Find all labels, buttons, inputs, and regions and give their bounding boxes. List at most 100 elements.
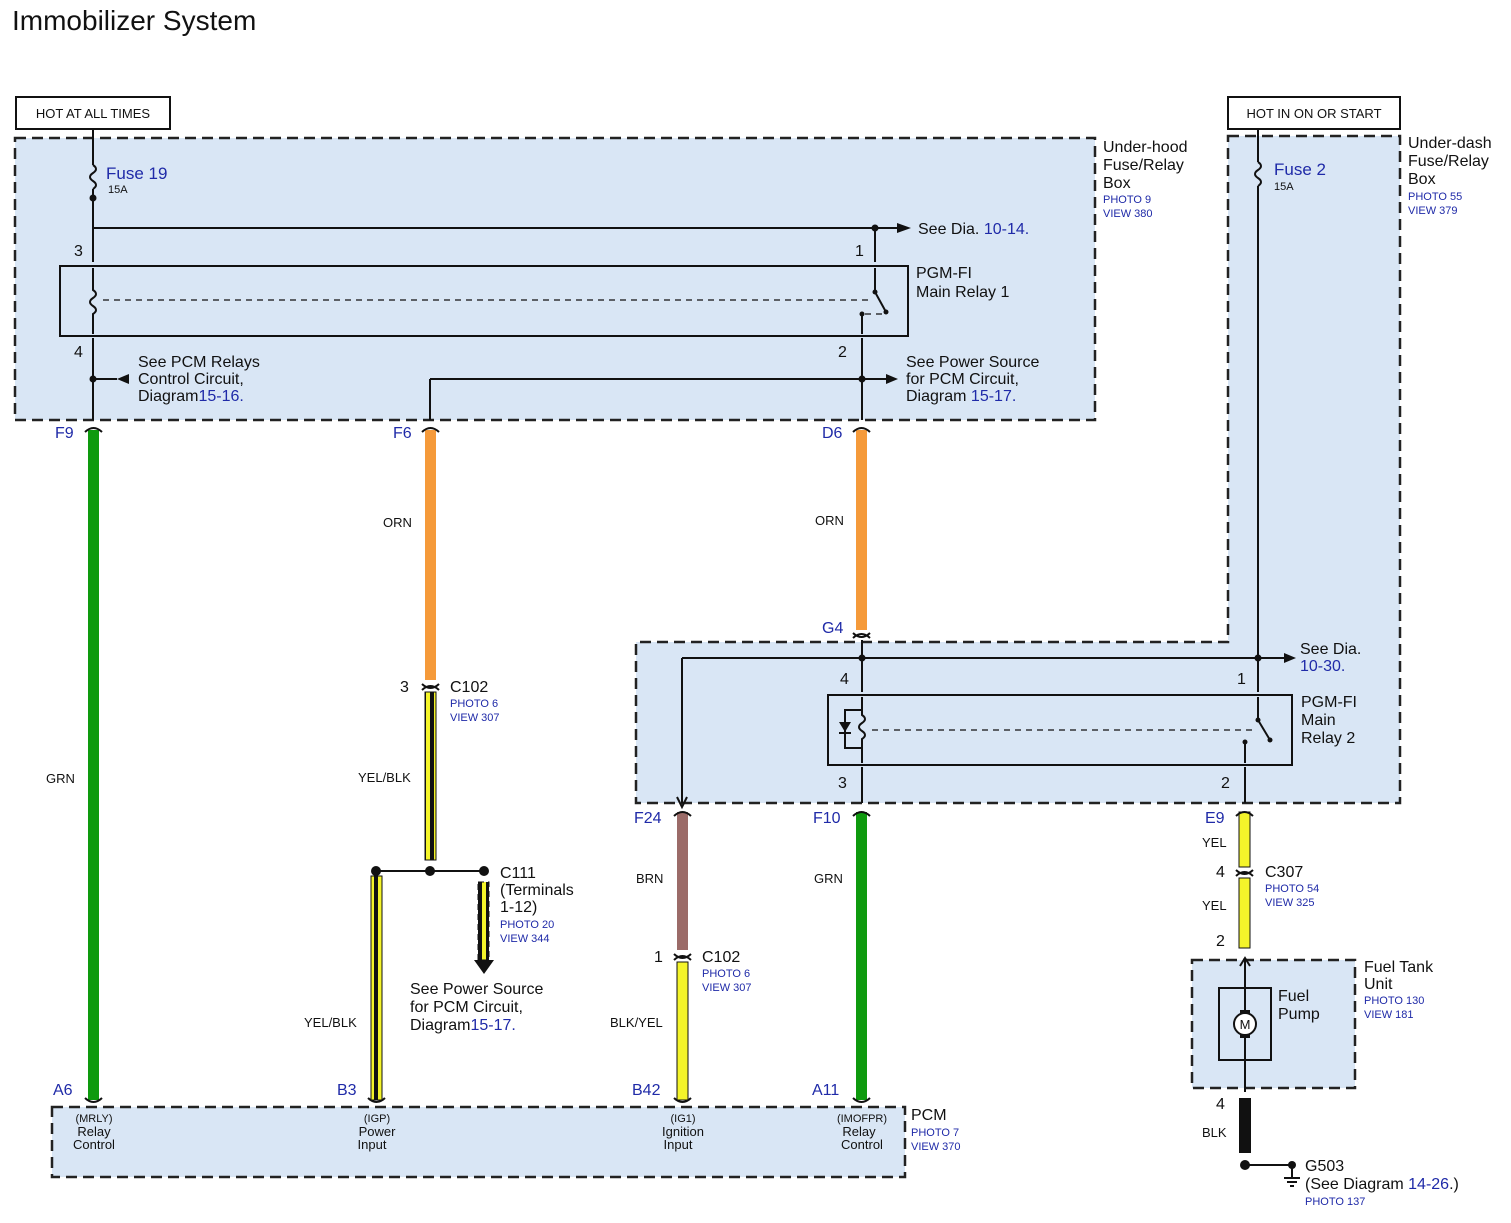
- c111-view: VIEW 344: [500, 933, 550, 945]
- underhood-name-3: Box: [1103, 175, 1131, 192]
- fuse-19-rating: 15A: [108, 184, 128, 196]
- relay2-pin-2: 2: [1221, 775, 1230, 792]
- relay1-pin-3: 3: [74, 243, 83, 260]
- pcm-pin-b42-line2: Input: [664, 1137, 693, 1152]
- wire-label-yelblk-upper: YEL/BLK: [358, 770, 411, 785]
- note-power-1: See Power Source: [906, 354, 1040, 371]
- pcm-pin-a6-line1: Relay: [77, 1124, 111, 1139]
- terminal-f6: F6: [393, 425, 412, 442]
- fuel-tank-pin-4: 4: [1216, 1096, 1225, 1113]
- c307-connector: [1235, 869, 1254, 877]
- note-power-3: Diagram 15-17.: [906, 388, 1016, 405]
- pcm-pin-b3-code: (IGP): [364, 1113, 390, 1125]
- fuel-pump-label-2: Pump: [1278, 1006, 1320, 1023]
- pcm-pin-a6-code: (MRLY): [75, 1113, 112, 1125]
- note-pcm-relays-2: Control Circuit,: [138, 371, 244, 388]
- wire-yelblk-junction-b3: [370, 875, 383, 1101]
- wire-orn-f6-c102: [425, 430, 436, 680]
- relay1-pin-2: 2: [838, 344, 847, 361]
- hot-label-box-right: [1227, 96, 1401, 130]
- underdash-name-3: Box: [1408, 171, 1436, 188]
- g4-connector: [852, 632, 871, 639]
- c111-photo: PHOTO 20: [500, 919, 554, 931]
- c102-connector-b: [673, 953, 692, 961]
- g503-photo: PHOTO 137: [1305, 1196, 1365, 1208]
- pgm-fi-main-relay-1: [59, 265, 909, 337]
- c111-name: C111: [500, 865, 536, 882]
- power-source-arrow: [886, 374, 898, 384]
- wire-yel-e9-c307: [1238, 811, 1251, 868]
- terminal-g4: G4: [822, 620, 843, 637]
- c102-b-pin: 1: [654, 949, 663, 966]
- c102-b-name: C102: [702, 949, 740, 966]
- pcm-pin-a11-code: (IMOFPR): [837, 1113, 887, 1125]
- fuse-2-rating: 15A: [1274, 181, 1294, 193]
- underhood-name-1: Under-hood: [1103, 139, 1188, 156]
- relay1-coil: [89, 268, 97, 334]
- wire-label-grn-right: GRN: [814, 871, 843, 886]
- c111-connector: [479, 866, 489, 876]
- fuse-19-name: Fuse 19: [106, 164, 167, 183]
- note-power-2: for PCM Circuit,: [906, 371, 1019, 388]
- wire-orn-d6-g4: [856, 430, 867, 630]
- fuse-19-junction: [89, 194, 97, 202]
- underhood-fuse-relay-box: [13, 136, 1097, 422]
- wire-label-brn: BRN: [636, 871, 663, 886]
- fuel-tank-name-2: Unit: [1364, 976, 1393, 993]
- relay1-label-2: Main Relay 1: [916, 284, 1009, 301]
- relay2-label-3: Relay 2: [1301, 730, 1355, 747]
- pcm-pin-b3-line2: Input: [358, 1137, 387, 1152]
- terminal-b42: B42: [632, 1082, 661, 1099]
- c102-b-view: VIEW 307: [702, 982, 752, 994]
- fuel-pump-label-1: Fuel: [1278, 988, 1309, 1005]
- underhood-view: VIEW 380: [1103, 208, 1153, 220]
- see-dia-10-30-ref: 10-30.: [1300, 658, 1345, 675]
- fuel-pump: [1218, 987, 1272, 1061]
- c307-view: VIEW 325: [1265, 897, 1315, 909]
- relay2-label-2: Main: [1301, 712, 1336, 729]
- relay1-label-1: PGM-FI: [916, 265, 972, 282]
- wire-yelblk-c102-junction: [424, 691, 437, 861]
- c102-b-photo: PHOTO 6: [702, 968, 750, 980]
- wire-label-yelblk-lower: YEL/BLK: [304, 1015, 357, 1030]
- pcm-pin-a6-line2: Control: [73, 1137, 115, 1152]
- pcm-name: PCM: [911, 1107, 947, 1124]
- underhood-name-2: Fuse/Relay: [1103, 157, 1184, 174]
- terminal-e9: E9: [1205, 810, 1225, 827]
- c111-line-2: 1-12): [500, 899, 537, 916]
- c102-a-view: VIEW 307: [450, 712, 500, 724]
- note-pcm-relays-1: See PCM Relays: [138, 354, 260, 371]
- c307-photo: PHOTO 54: [1265, 883, 1319, 895]
- pcm-pin-b42-code: (IG1): [670, 1113, 695, 1125]
- see-dia-10-14: See Dia. 10-14.: [918, 221, 1029, 238]
- pcm-relays-arrow: [117, 374, 129, 384]
- c102-a-name: C102: [450, 679, 488, 696]
- g503-see: (See Diagram 14-26.): [1305, 1176, 1459, 1193]
- c102-connector-a: [421, 683, 440, 691]
- wire-blk-pump-ground: [1239, 1098, 1251, 1153]
- pgm-fi-main-relay-2: [827, 694, 1293, 766]
- terminal-f24: F24: [634, 810, 662, 827]
- wire-blkyel-c102-b42: [676, 961, 689, 1101]
- g503-name: G503: [1305, 1158, 1344, 1175]
- wire-label-yel-upper: YEL: [1202, 835, 1227, 850]
- hot-in-on-or-start-label: HOT IN ON OR START: [1246, 106, 1381, 121]
- fuel-tank-unit-box: [1190, 958, 1357, 1090]
- terminal-a6: A6: [53, 1082, 73, 1099]
- pcm-view: VIEW 370: [911, 1141, 961, 1153]
- ground-icon: [1284, 1165, 1300, 1187]
- motor-label: M: [1240, 1017, 1251, 1032]
- terminal-a11: A11: [812, 1082, 839, 1099]
- hot-label-box-left: [15, 96, 171, 130]
- see-dia-10-30-arrow: [1284, 653, 1296, 663]
- relay2-label-1: PGM-FI: [1301, 694, 1357, 711]
- relay2-coil: [858, 697, 866, 763]
- relay2-pin-3: 3: [838, 775, 847, 792]
- wire-yelblk-c111: [477, 881, 490, 961]
- c307-pin-top: 4: [1216, 864, 1225, 881]
- wire-label-grn-left: GRN: [46, 771, 75, 786]
- see-dia-10-30-prefix: See Dia.: [1300, 641, 1361, 658]
- underdash-fuse-relay-box: [634, 134, 1402, 805]
- relay2-pin-1: 1: [1237, 671, 1246, 688]
- c307-pin-bottom: 2: [1216, 933, 1225, 950]
